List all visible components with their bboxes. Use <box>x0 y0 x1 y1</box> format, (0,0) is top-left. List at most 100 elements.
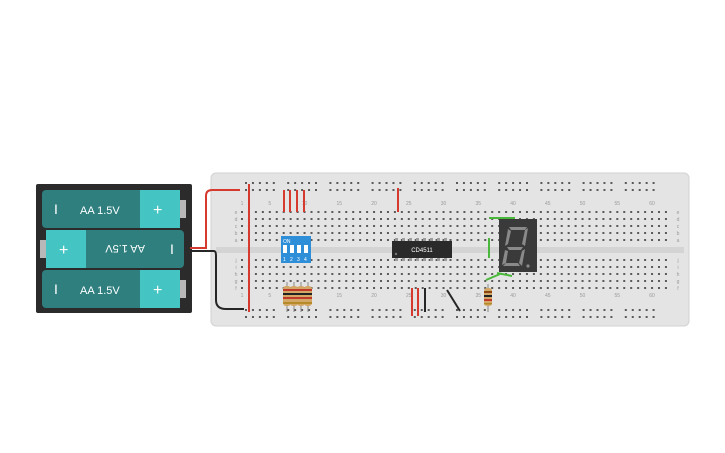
breadboard-hole[interactable] <box>652 189 655 191</box>
breadboard-hole[interactable] <box>442 266 445 268</box>
breadboard-hole[interactable] <box>560 280 563 282</box>
breadboard-hole[interactable] <box>241 273 243 275</box>
breadboard-hole[interactable] <box>664 211 667 213</box>
breadboard-hole[interactable] <box>268 239 271 241</box>
breadboard-hole[interactable] <box>352 273 355 275</box>
resistor[interactable] <box>297 286 305 306</box>
breadboard-hole[interactable] <box>476 189 479 191</box>
breadboard-hole[interactable] <box>470 225 473 227</box>
breadboard-hole[interactable] <box>623 266 626 268</box>
breadboard-hole[interactable] <box>658 239 660 241</box>
breadboard-hole[interactable] <box>547 182 550 184</box>
breadboard-hole[interactable] <box>609 239 612 241</box>
breadboard-hole[interactable] <box>380 266 382 268</box>
breadboard-hole[interactable] <box>498 287 501 289</box>
breadboard-hole[interactable] <box>589 316 592 318</box>
breadboard-hole[interactable] <box>294 316 297 318</box>
breadboard-hole[interactable] <box>581 287 584 289</box>
breadboard-hole[interactable] <box>456 225 459 227</box>
breadboard-hole[interactable] <box>241 211 243 213</box>
breadboard-hole[interactable] <box>553 239 556 241</box>
breadboard-hole[interactable] <box>477 211 480 213</box>
breadboard-hole[interactable] <box>371 316 374 318</box>
breadboard-hole[interactable] <box>630 280 633 282</box>
breadboard-hole[interactable] <box>400 266 403 268</box>
breadboard-hole[interactable] <box>609 232 612 234</box>
breadboard-hole[interactable] <box>254 225 257 227</box>
breadboard-hole[interactable] <box>637 259 640 261</box>
breadboard-hole[interactable] <box>310 225 313 227</box>
breadboard-hole[interactable] <box>477 273 480 275</box>
breadboard-hole[interactable] <box>345 218 348 220</box>
breadboard-hole[interactable] <box>261 218 264 220</box>
breadboard-hole[interactable] <box>442 218 445 220</box>
breadboard-hole[interactable] <box>399 182 402 184</box>
battery-black-lead[interactable] <box>190 250 244 310</box>
breadboard-hole[interactable] <box>254 273 257 275</box>
breadboard-hole[interactable] <box>317 287 320 289</box>
breadboard-hole[interactable] <box>385 316 388 318</box>
breadboard-hole[interactable] <box>574 211 577 213</box>
breadboard-hole[interactable] <box>317 273 320 275</box>
breadboard-hole[interactable] <box>630 266 633 268</box>
breadboard-hole[interactable] <box>414 287 417 289</box>
breadboard-hole[interactable] <box>421 266 424 268</box>
breadboard-hole[interactable] <box>386 280 389 282</box>
breadboard-hole[interactable] <box>385 189 388 191</box>
breadboard-hole[interactable] <box>373 259 376 261</box>
breadboard-hole[interactable] <box>310 273 313 275</box>
breadboard-hole[interactable] <box>338 232 341 234</box>
breadboard-hole[interactable] <box>574 280 577 282</box>
breadboard-holes[interactable] <box>241 182 667 318</box>
breadboard-hole[interactable] <box>393 280 396 282</box>
breadboard-hole[interactable] <box>380 211 382 213</box>
breadboard-hole[interactable] <box>366 287 369 289</box>
breadboard-hole[interactable] <box>421 225 424 227</box>
breadboard-hole[interactable] <box>658 232 660 234</box>
breadboard-hole[interactable] <box>588 211 591 213</box>
breadboard-hole[interactable] <box>630 239 633 241</box>
breadboard-hole[interactable] <box>352 287 355 289</box>
breadboard-hole[interactable] <box>645 316 648 318</box>
breadboard-hole[interactable] <box>399 309 402 311</box>
breadboard-hole[interactable] <box>609 266 612 268</box>
breadboard-hole[interactable] <box>539 239 542 241</box>
breadboard-hole[interactable] <box>623 211 626 213</box>
breadboard-hole[interactable] <box>241 232 243 234</box>
breadboard-hole[interactable] <box>275 259 278 261</box>
breadboard-hole[interactable] <box>532 273 535 275</box>
breadboard-hole[interactable] <box>582 189 585 191</box>
breadboard-hole[interactable] <box>470 287 473 289</box>
breadboard-hole[interactable] <box>462 316 465 318</box>
breadboard-hole[interactable] <box>539 280 542 282</box>
breadboard-hole[interactable] <box>275 218 278 220</box>
breadboard-hole[interactable] <box>407 239 410 241</box>
breadboard-hole[interactable] <box>637 280 640 282</box>
breadboard-hole[interactable] <box>393 239 396 241</box>
breadboard-hole[interactable] <box>498 189 501 191</box>
breadboard-hole[interactable] <box>373 273 376 275</box>
breadboard-hole[interactable] <box>428 239 431 241</box>
breadboard-hole[interactable] <box>623 287 626 289</box>
breadboard-hole[interactable] <box>359 239 362 241</box>
breadboard-hole[interactable] <box>602 225 605 227</box>
breadboard-hole[interactable] <box>435 225 438 227</box>
breadboard-hole[interactable] <box>441 309 444 311</box>
breadboard-hole[interactable] <box>393 266 396 268</box>
breadboard-hole[interactable] <box>582 316 585 318</box>
dip-switch-toggle[interactable] <box>297 245 301 253</box>
breadboard-hole[interactable] <box>609 211 612 213</box>
breadboard-hole[interactable] <box>324 259 327 261</box>
breadboard-hole[interactable] <box>245 309 247 311</box>
breadboard-hole[interactable] <box>553 259 556 261</box>
breadboard-hole[interactable] <box>275 232 278 234</box>
breadboard-hole[interactable] <box>258 309 261 311</box>
battery-pack[interactable]: I AA 1.5V + + AA 1.5V I I AA 1.5V + <box>36 184 192 313</box>
breadboard-hole[interactable] <box>303 280 306 282</box>
breadboard-hole[interactable] <box>261 239 264 241</box>
breadboard-hole[interactable] <box>603 309 606 311</box>
breadboard-hole[interactable] <box>331 259 334 261</box>
breadboard-hole[interactable] <box>442 225 445 227</box>
breadboard-hole[interactable] <box>272 316 275 318</box>
breadboard-hole[interactable] <box>407 273 410 275</box>
